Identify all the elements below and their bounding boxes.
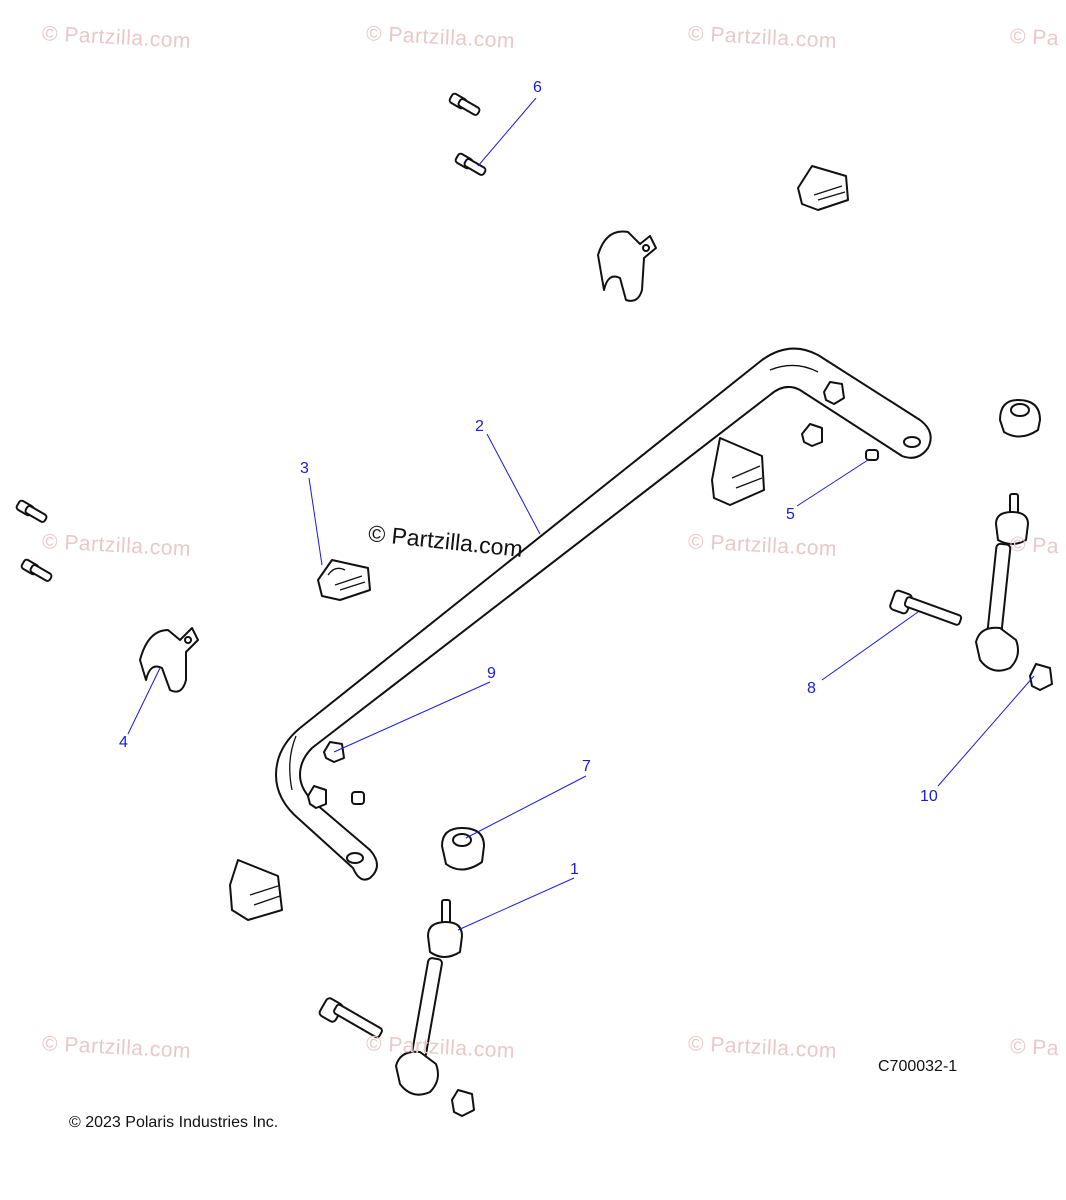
leader-6 <box>477 97 537 167</box>
bolt-lower <box>318 997 383 1039</box>
nut-upper-right <box>823 381 845 405</box>
watermark-cropped: © Pa <box>1009 1034 1060 1061</box>
bolt-8 <box>889 589 963 626</box>
callout-5: 5 <box>786 506 795 523</box>
leader-4 <box>127 667 161 735</box>
callout-3: 3 <box>300 460 309 477</box>
copyright: © 2023 Polaris Industries Inc. <box>69 1114 279 1131</box>
leader-9 <box>333 681 491 753</box>
fitting-lower-left <box>351 791 365 805</box>
nut-10 <box>1029 663 1053 691</box>
bushing-lower-left <box>229 859 283 921</box>
callout-10: 10 <box>920 788 938 805</box>
link-right <box>975 493 1029 672</box>
callout-7: 7 <box>582 758 591 775</box>
callout-1: 1 <box>570 861 579 878</box>
callout-6: 6 <box>533 79 542 96</box>
bolt-left-a <box>15 499 48 523</box>
leader-3 <box>308 477 323 566</box>
watermark-cropped: © Pa <box>1009 532 1060 559</box>
clamp-upper-right <box>597 230 657 302</box>
nut-middle-right <box>801 423 823 447</box>
nut-lower-left <box>307 785 327 809</box>
leader-5 <box>796 459 869 507</box>
fitting-5 <box>865 449 879 461</box>
sway-bar <box>275 347 932 881</box>
leader-10 <box>937 675 1035 787</box>
clamp-4 <box>139 627 199 693</box>
grommet-7 <box>441 827 485 871</box>
bushing-middle-right <box>711 437 765 506</box>
watermark-cropped: © Pa <box>1009 24 1060 51</box>
link-left <box>395 899 463 1096</box>
nut-bottom <box>451 1089 475 1117</box>
bolt-left-b <box>20 558 53 582</box>
callout-4: 4 <box>119 734 128 751</box>
leader-7 <box>465 775 587 839</box>
leader-1 <box>457 877 575 931</box>
bolt-6b <box>454 152 487 176</box>
grommet-right <box>999 399 1041 438</box>
bushing-3 <box>317 559 371 601</box>
callout-2: 2 <box>475 418 484 435</box>
diagram-code: C700032-1 <box>878 1058 958 1075</box>
bolt-6a <box>448 92 481 116</box>
callout-8: 8 <box>807 680 816 697</box>
bushing-upper-right <box>797 165 849 211</box>
callout-9: 9 <box>487 665 496 682</box>
leader-2 <box>486 433 541 535</box>
leader-8 <box>821 611 919 681</box>
